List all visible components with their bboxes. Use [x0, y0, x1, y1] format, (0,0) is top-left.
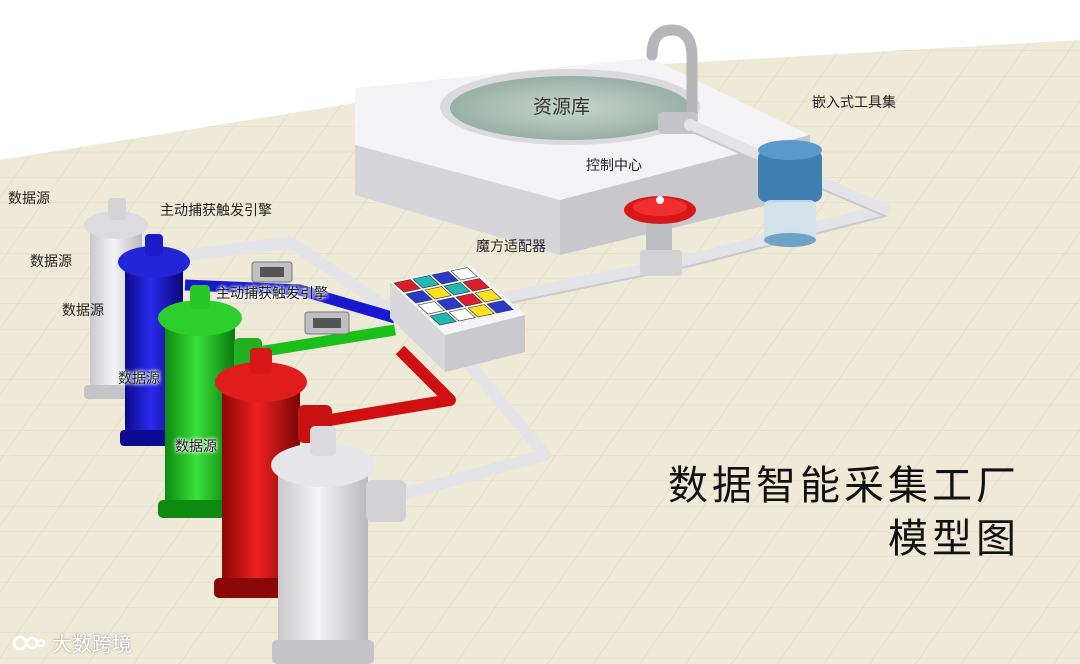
adapter-tile — [462, 278, 490, 292]
adapter-tile — [424, 286, 452, 300]
watermark-logo-icon — [12, 635, 45, 650]
adapter-tile — [467, 304, 495, 318]
embedded-toolset — [758, 140, 822, 247]
adapter-tile — [431, 271, 459, 285]
data-source-label-4: 数据源 — [118, 371, 160, 387]
data-source-label-1: 数据源 — [8, 191, 50, 207]
capture-engine-label-1: 主动捕获触发引擎 — [160, 203, 272, 219]
adapter-tile — [429, 312, 457, 326]
diagram-title-line2: 模型图 — [888, 516, 1020, 562]
adapter-tile — [412, 275, 440, 289]
adapter-tile — [455, 293, 483, 307]
embedded-toolset-label: 嵌入式工具集 — [812, 95, 896, 111]
magic-cube-adapter — [390, 265, 525, 372]
blue-pipe — [184, 279, 397, 324]
adapter-tile — [436, 297, 464, 311]
data-source-label-3: 数据源 — [62, 303, 104, 319]
resource-library-label: 资源库 — [533, 96, 591, 118]
white-hydrant-front — [271, 426, 406, 664]
adapter-tile — [405, 290, 433, 304]
watermark-text: 大数跨境 — [52, 632, 132, 656]
adapter-tile — [417, 301, 445, 315]
red-pipe — [299, 345, 456, 431]
capture-engine-device-2 — [304, 311, 350, 335]
watermark: 大数跨境 — [12, 628, 132, 657]
adapter-tile — [448, 308, 476, 322]
data-source-label-5: 数据源 — [175, 439, 217, 455]
control-valve — [624, 196, 696, 276]
green-hydrant — [158, 285, 262, 518]
adapter-tile — [443, 282, 471, 296]
adapter-tile — [450, 267, 478, 281]
adapter-tile — [393, 279, 421, 293]
adapter-tile — [474, 289, 502, 303]
data-source-label-2: 数据源 — [30, 254, 72, 270]
capture-engine-label-2: 主动捕获触发引擎 — [216, 286, 328, 302]
diagram-title-line1: 数据智能采集工厂 — [668, 463, 1020, 509]
magic-cube-adapter-label: 魔方适配器 — [476, 239, 546, 255]
control-center-label: 控制中心 — [586, 158, 642, 174]
capture-engine-device-1 — [251, 261, 293, 283]
adapter-tile — [486, 300, 514, 314]
